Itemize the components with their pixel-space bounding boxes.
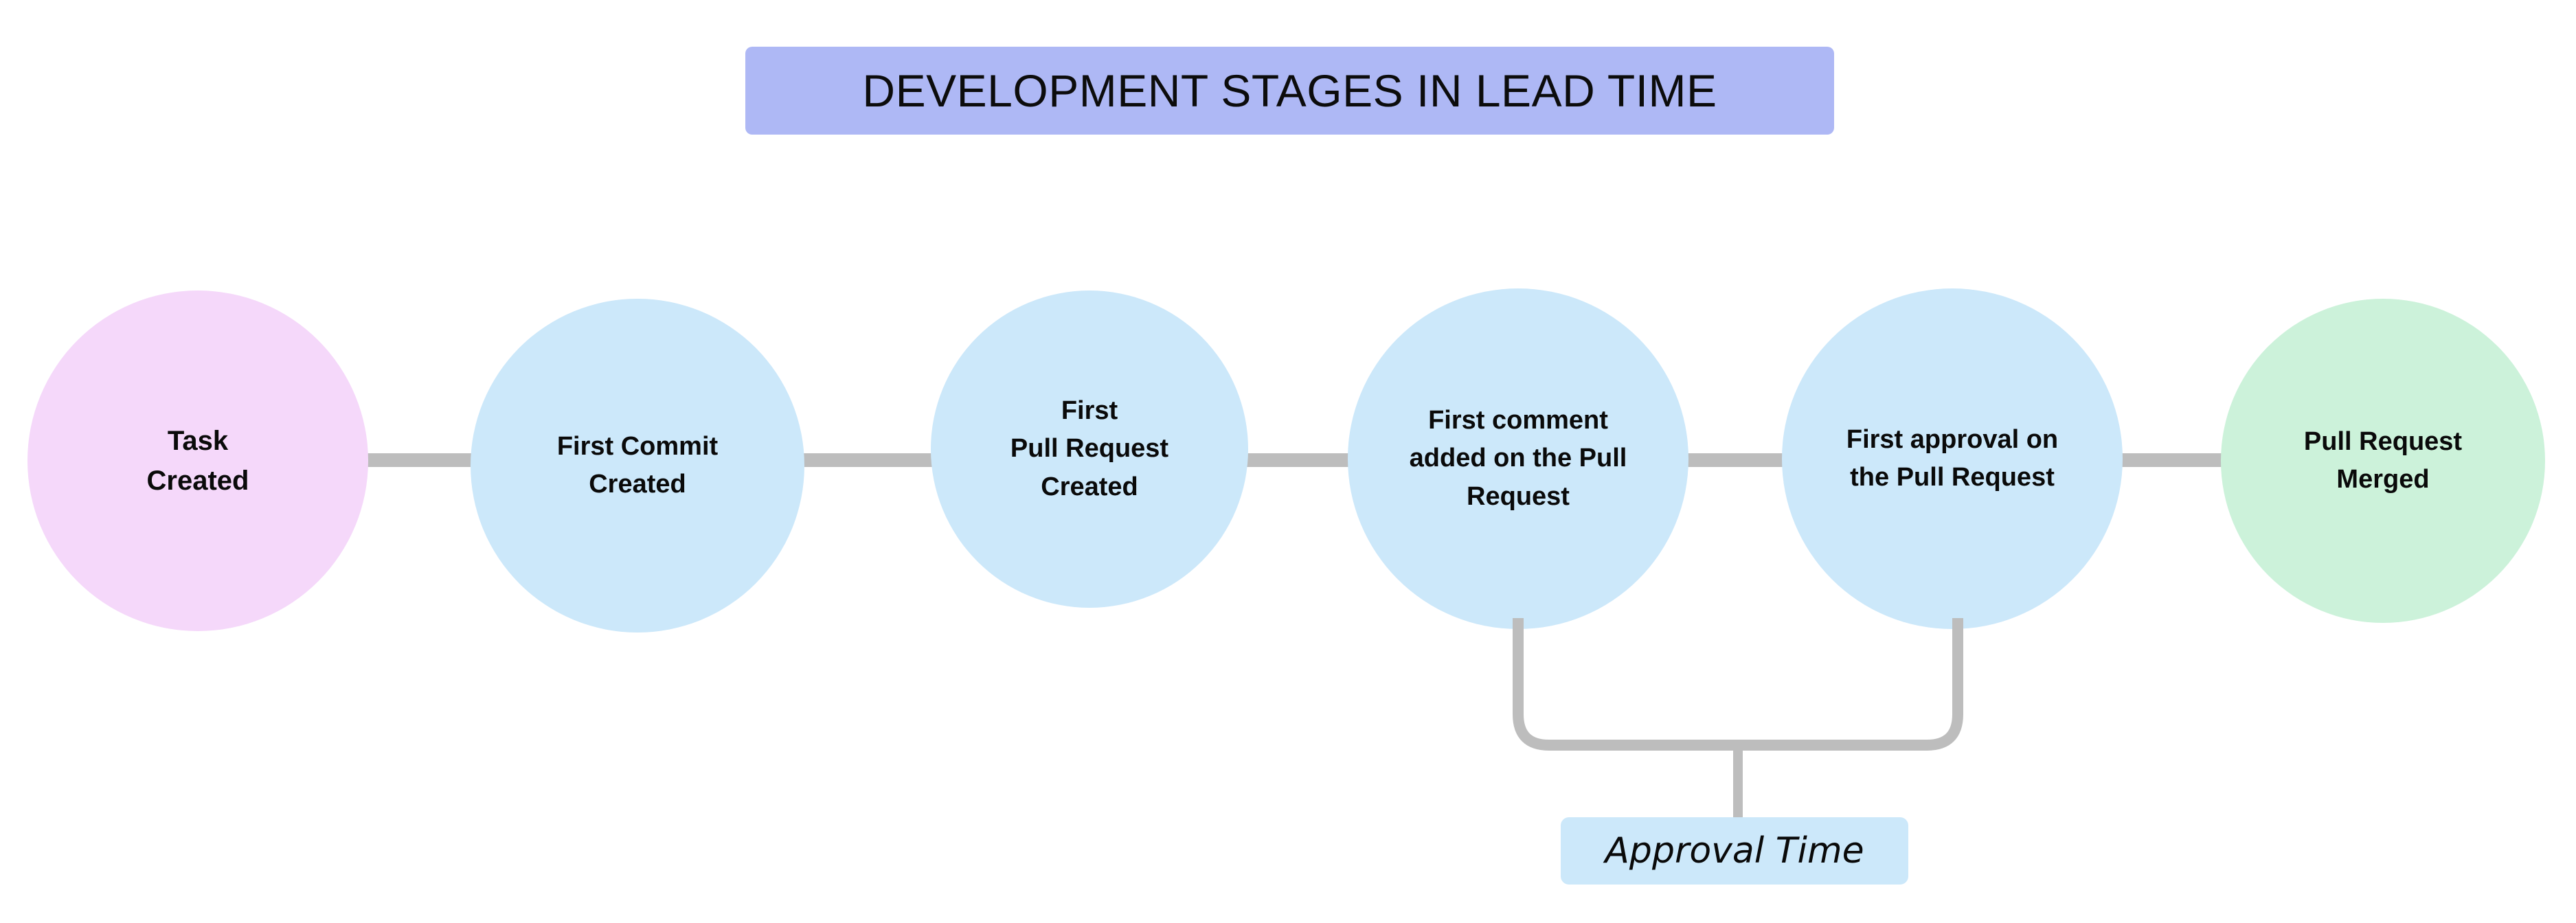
stage-label-task-created: Task Created — [146, 426, 249, 496]
stage-node-task-created[interactable]: Task Created — [27, 290, 368, 631]
stage-label-first-comment-added: First comment added on the Pull Request — [1409, 406, 1627, 511]
connector-2-3 — [797, 453, 938, 467]
stage-node-first-pull-request-created[interactable]: First Pull Request Created — [931, 290, 1248, 608]
annotation-approval-time[interactable]: Approval Time — [1561, 817, 1908, 885]
stage-node-pull-request-merged[interactable]: Pull Request Merged — [2221, 299, 2545, 623]
page-title: DEVELOPMENT STAGES IN LEAD TIME — [862, 65, 1717, 116]
stage-label-first-commit-created: First Commit Created — [556, 431, 719, 499]
stage-node-first-comment-added[interactable]: First comment added on the Pull Request — [1348, 288, 1688, 629]
stage-label-pull-request-merged: Pull Request Merged — [2303, 426, 2463, 494]
stage-label-first-pull-request-created: First Pull Request Created — [1010, 396, 1169, 501]
connector-3-4 — [1241, 453, 1356, 467]
approval-time-bracket — [1513, 618, 1963, 819]
stage-node-first-approval[interactable]: First approval on the Pull Request — [1782, 288, 2123, 629]
stage-node-first-commit-created[interactable]: First Commit Created — [471, 299, 804, 633]
diagram-title-banner: DEVELOPMENT STAGES IN LEAD TIME — [745, 47, 1834, 135]
connector-5-6 — [2116, 453, 2228, 467]
stage-label-first-approval: First approval on the Pull Request — [1846, 424, 2059, 492]
connector-1-2 — [360, 453, 478, 467]
connector-4-5 — [1680, 453, 1789, 467]
annotation-approval-time-label: Approval Time — [1605, 830, 1864, 871]
